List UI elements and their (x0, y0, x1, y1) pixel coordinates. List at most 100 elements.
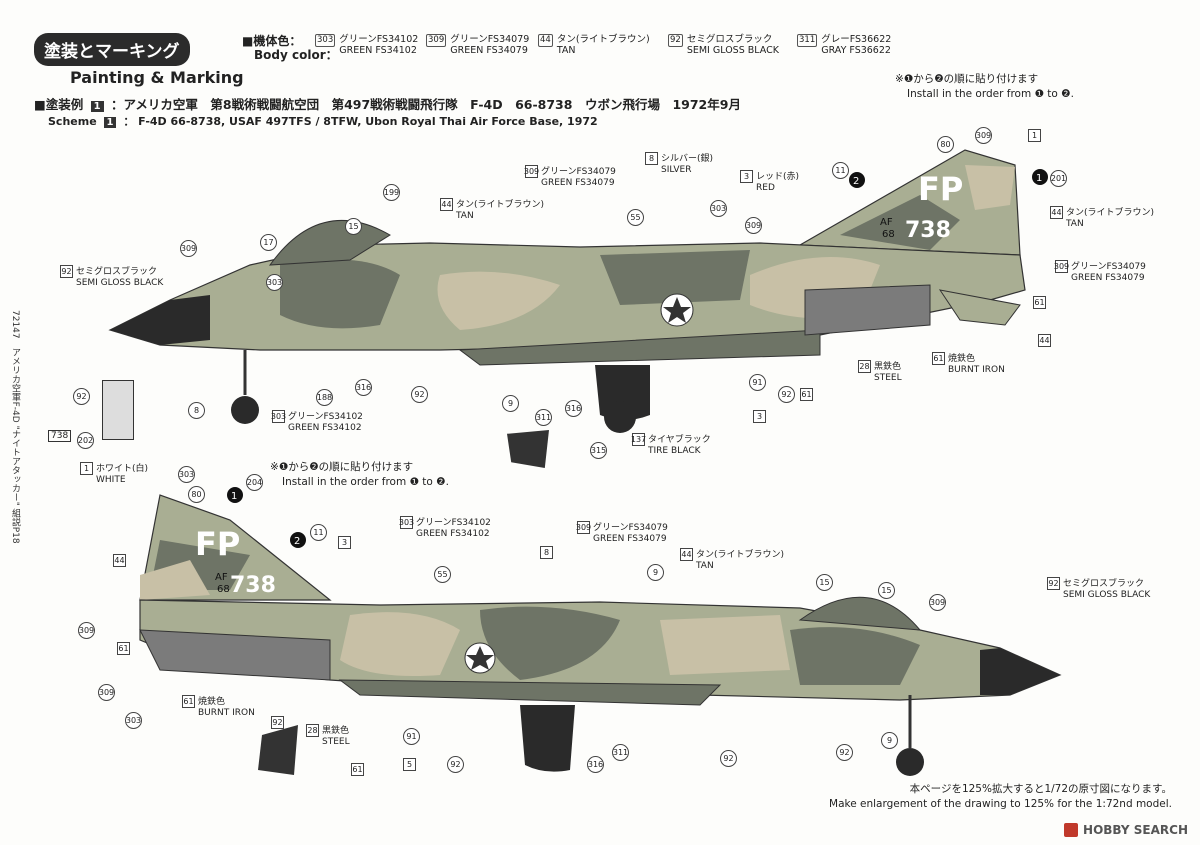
callout-jp: ホワイト(白) (96, 464, 149, 474)
body-color-label-jp: ■機体色： (242, 34, 302, 48)
bottom-camo-green-2 (790, 627, 920, 685)
part-number-circle: 309 (929, 594, 946, 611)
part-number-circle: 202 (77, 432, 94, 449)
install-order-en: Install in the order from ❶ to ❷. (907, 88, 1074, 100)
part-number-circle: 15 (816, 574, 833, 591)
callout-en: SEMI GLOSS BLACK (1063, 590, 1151, 600)
callout-number: 28 (858, 360, 871, 373)
part-number-circle: 303 (125, 712, 142, 729)
bottom-camo-tan-1 (660, 615, 790, 675)
part-number-circle: 9 (881, 732, 898, 749)
part-number-circle: 309 (180, 240, 197, 257)
bottom-tail-code: FP (195, 525, 240, 563)
part-number-circle: 92 (73, 388, 90, 405)
callout-en: GREEN FS34079 (541, 178, 615, 188)
bottom-radome (980, 648, 1060, 695)
color-code: 92 (668, 34, 683, 47)
callout-en: TAN (696, 561, 714, 571)
callout-jp: グリーンFS34102 (288, 412, 363, 422)
part-number-circle: 311 (612, 744, 629, 761)
color-code: 309 (426, 34, 447, 47)
callout-en: TAN (1066, 219, 1084, 229)
callout-en: STEEL (322, 737, 350, 747)
svg-text:1: 1 (231, 491, 237, 502)
top-order-marker-2: 2 (849, 172, 865, 188)
install-order-jp: ※❶から❷の順に貼り付けます (895, 73, 1039, 85)
callout-jp: タイヤブラック (648, 435, 711, 445)
part-number-square: 3 (753, 410, 766, 423)
part-number-square: 3 (338, 536, 351, 549)
top-nose-wheel (231, 396, 259, 424)
top-serial: 738 (905, 218, 951, 243)
part-number-circle: 303 (710, 200, 727, 217)
part-number-circle: 311 (535, 409, 552, 426)
top-camo-green-1 (600, 250, 750, 305)
part-number-circle: 309 (975, 127, 992, 144)
callout-jp: セミグロスブラック (76, 267, 158, 277)
callout-number: 303 (398, 516, 415, 529)
callout-number: 309 (523, 165, 540, 178)
part-number-square: 92 (271, 716, 284, 729)
bottom-canopy (798, 596, 922, 631)
top-af-text: AF (880, 217, 893, 228)
part-number-circle: 80 (188, 486, 205, 503)
side-caption: 72147 アメリカ空軍F-4D "ナイトアタッカー" 組説P18 (10, 310, 20, 544)
part-number-circle: 92 (411, 386, 428, 403)
part-number-circle: 11 (832, 162, 849, 179)
color-name-en: GREEN FS34102 (339, 45, 417, 56)
scheme-number-badge: 1 (90, 101, 104, 112)
top-roundel-star (663, 297, 691, 323)
color-name-jp: セミグロスブラック (686, 34, 773, 45)
bottom-roundel-star (466, 646, 494, 670)
callout-en: GREEN FS34079 (1071, 273, 1145, 283)
part-number-circle: 316 (587, 756, 604, 773)
top-stabilator (938, 289, 1021, 326)
part-number-circle: 92 (447, 756, 464, 773)
callout-en: WHITE (96, 475, 126, 485)
bottom-order-marker-2: 2 (290, 532, 306, 548)
page-title-jp: 塗装とマーキング (34, 33, 190, 66)
part-number-circle: 315 (590, 442, 607, 459)
callout-number: 61 (932, 352, 945, 365)
part-number-circle: 11 (310, 524, 327, 541)
color-name-jp: タン(ライトブラウン) (556, 34, 650, 45)
color-name-jp: グリーンFS34079 (450, 34, 530, 45)
install-order-note-bottom: ※❶から❷の順に貼り付けます Install in the order from… (270, 460, 449, 490)
part-number-square: 61 (1033, 296, 1046, 309)
part-number-circle: 80 (937, 136, 954, 153)
top-order-marker-1: 1 (1032, 169, 1048, 185)
callout-en: TIRE BLACK (648, 446, 701, 456)
svg-text:2: 2 (294, 536, 300, 547)
bottom-serial: 738 (230, 573, 276, 598)
install-order-en: Install in the order from ❶ to ❷. (282, 476, 449, 488)
bottom-nose-wheel (896, 748, 924, 776)
serial-decal-sample: 738 (48, 430, 72, 442)
part-number-circle: 309 (745, 217, 762, 234)
callout-en: SEMI GLOSS BLACK (76, 278, 164, 288)
callout-jp: タン(ライトブラウン) (456, 200, 545, 210)
part-number-circle: 17 (260, 234, 277, 251)
callout-jp: グリーンFS34079 (541, 167, 616, 177)
top-detail-part-sketch (507, 430, 549, 468)
callout-number: 8 (645, 152, 658, 165)
color-name-en: GREEN FS34079 (450, 45, 528, 56)
svg-text:1: 1 (1036, 173, 1042, 184)
bottom-fuel-tank (520, 705, 575, 772)
part-number-circle: 92 (836, 744, 853, 761)
color-swatch-44: 44 タン(ライトブラウン)TAN (538, 34, 650, 56)
part-number-square: 44 (1038, 334, 1051, 347)
callout-jp: グリーンFS34079 (1071, 262, 1146, 272)
bottom-camo-tan-2 (340, 612, 460, 676)
part-number-circle: 8 (188, 402, 205, 419)
color-name-en: GRAY FS36622 (821, 45, 891, 56)
